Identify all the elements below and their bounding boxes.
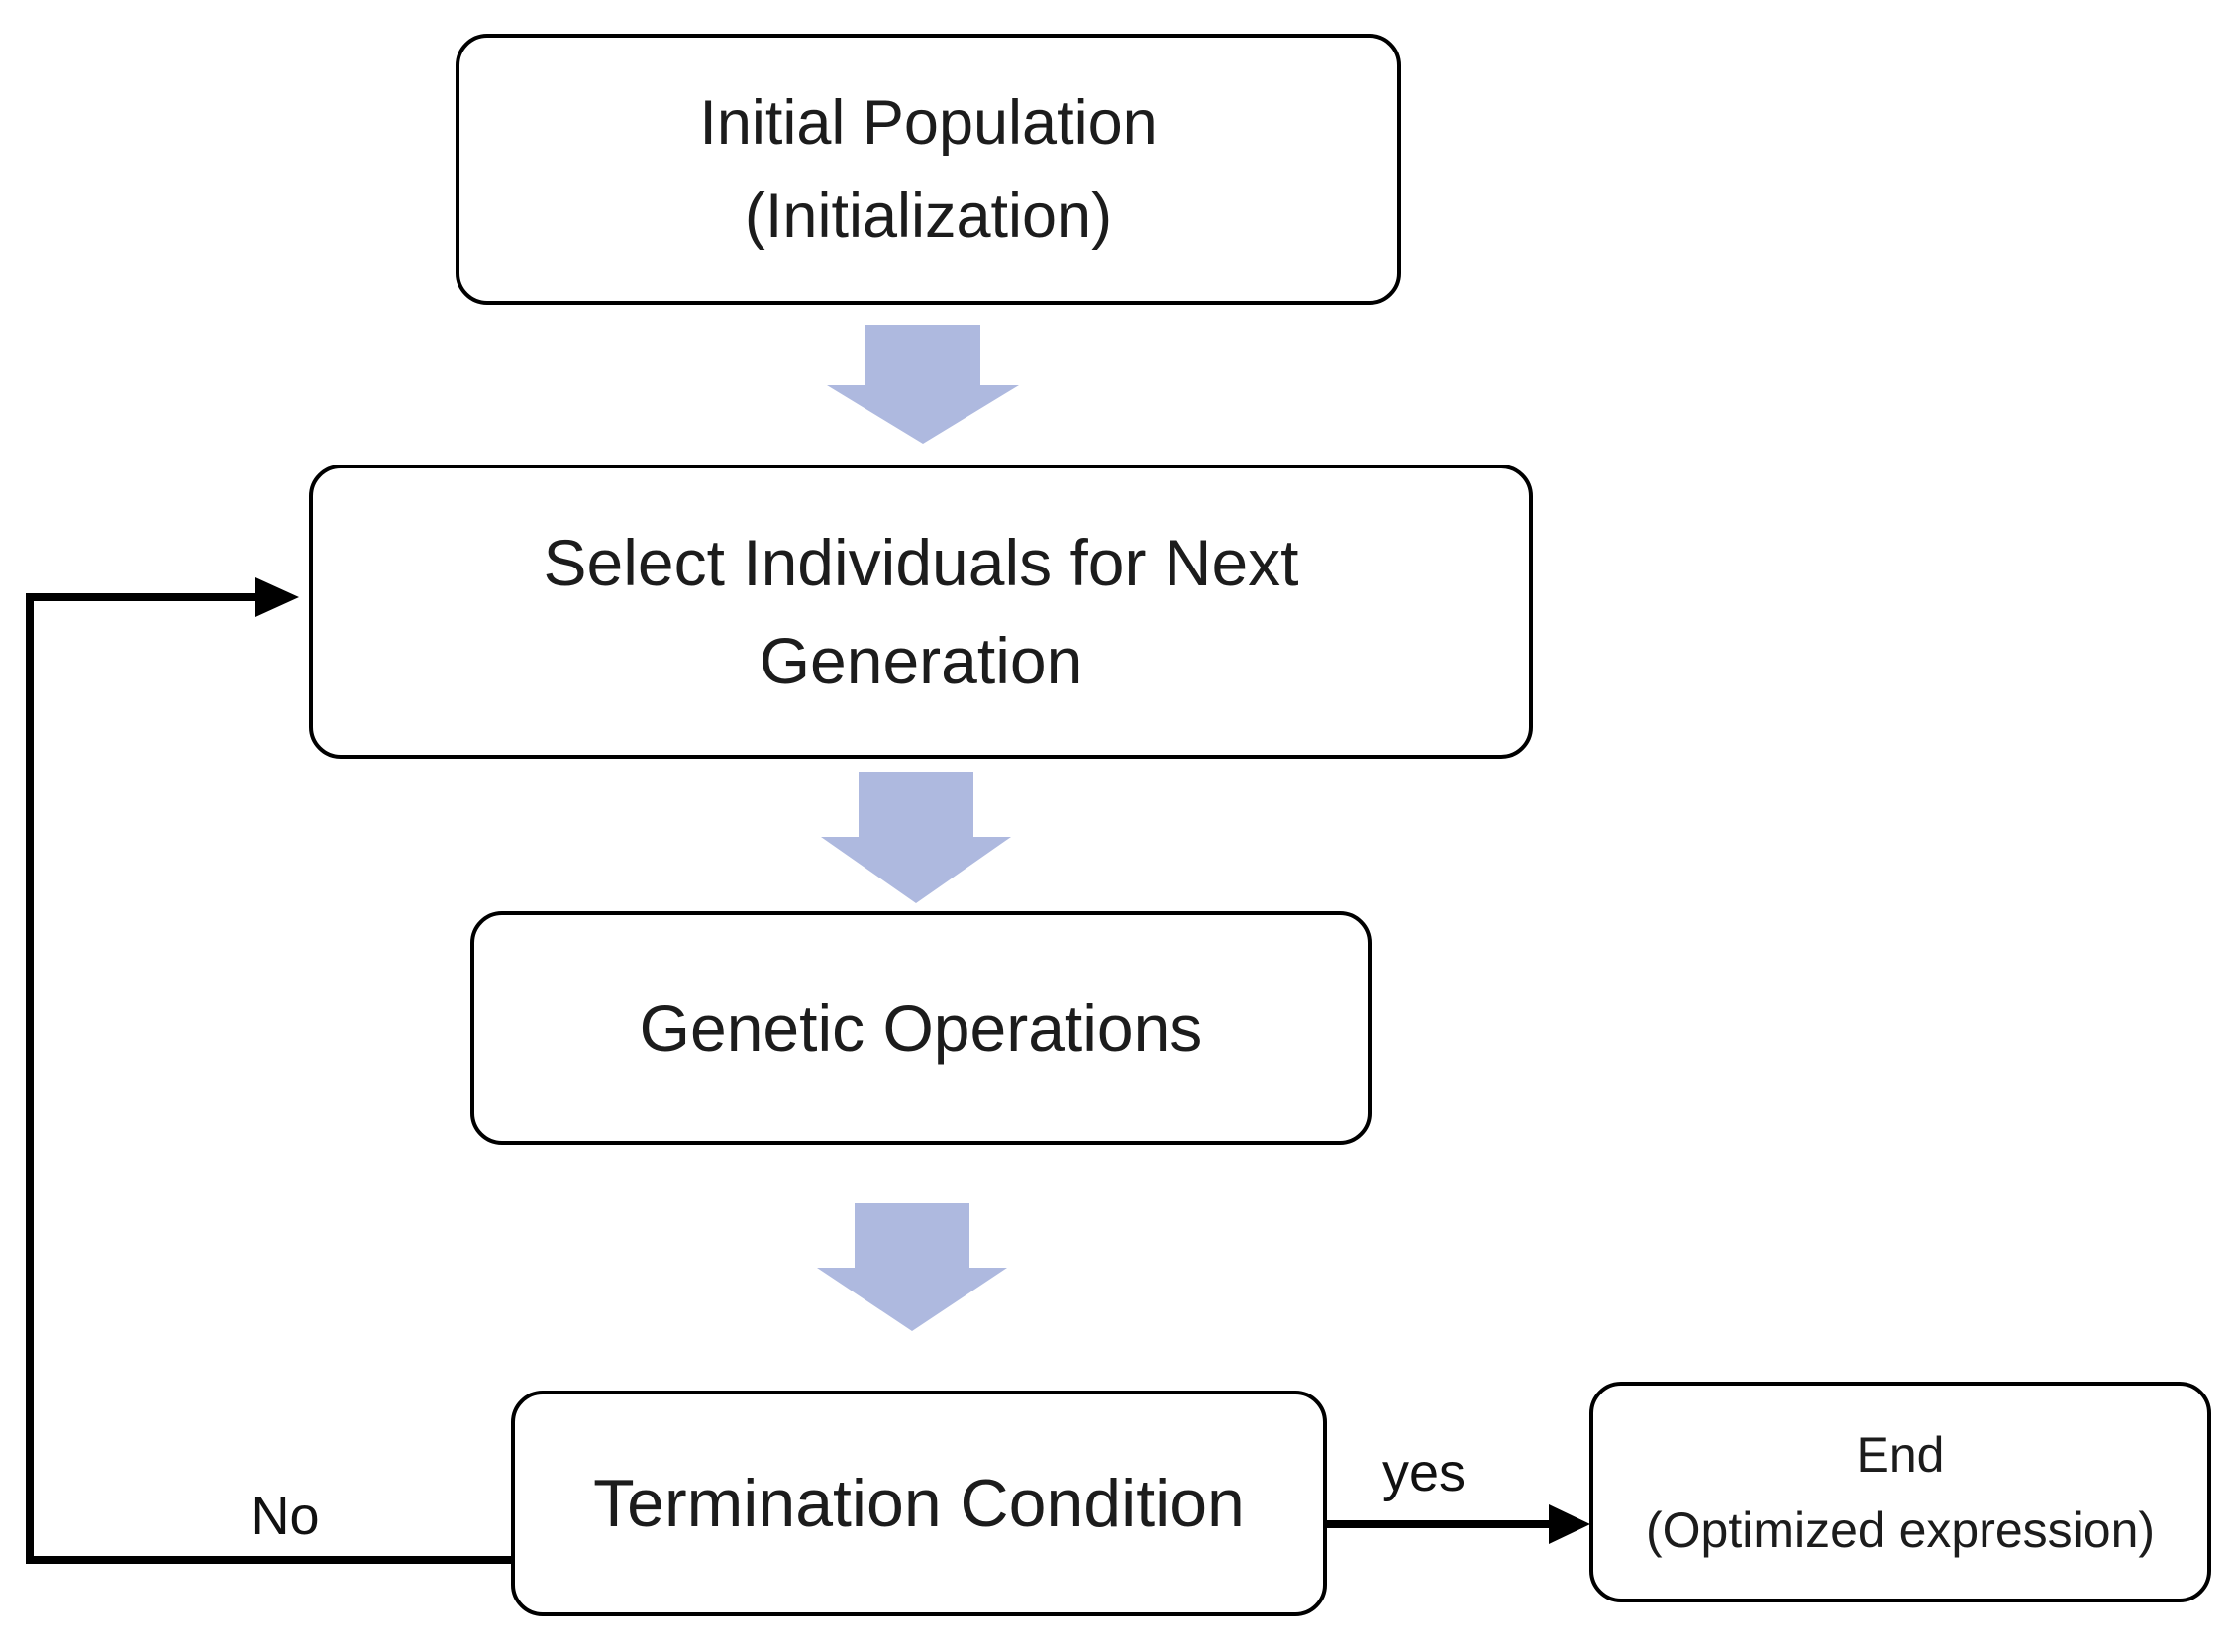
flow-arrow-down-1-icon bbox=[827, 325, 1019, 444]
node-select-individuals-line1: Select Individuals for Next bbox=[543, 525, 1299, 599]
node-select-individuals: Select Individuals for Next Generation bbox=[309, 465, 1533, 759]
node-genetic-operations: Genetic Operations bbox=[470, 911, 1372, 1145]
node-initial-population-line1: Initial Population bbox=[699, 88, 1158, 157]
flow-arrow-down-3-icon bbox=[817, 1203, 1007, 1331]
node-termination-condition: Termination Condition bbox=[511, 1391, 1327, 1616]
node-end-line1: End bbox=[1856, 1426, 1945, 1483]
node-genetic-operations-label: Genetic Operations bbox=[639, 991, 1203, 1065]
edge-no-line bbox=[26, 593, 511, 1564]
edge-label-no: No bbox=[251, 1487, 320, 1546]
edge-label-yes: yes bbox=[1381, 1443, 1467, 1502]
flow-arrow-down-2-icon bbox=[821, 772, 1011, 903]
node-select-individuals-line2: Generation bbox=[759, 623, 1083, 697]
edge-yes-arrowhead-icon bbox=[1549, 1504, 1590, 1544]
node-end: End (Optimized expression) bbox=[1589, 1382, 2211, 1602]
node-initial-population-line2: (Initialization) bbox=[744, 181, 1113, 251]
edge-no-arrowhead-icon bbox=[255, 577, 299, 617]
node-end-line2: (Optimized expression) bbox=[1645, 1501, 2156, 1558]
node-termination-condition-label: Termination Condition bbox=[593, 1466, 1245, 1541]
node-initial-population: Initial Population (Initialization) bbox=[456, 34, 1401, 305]
